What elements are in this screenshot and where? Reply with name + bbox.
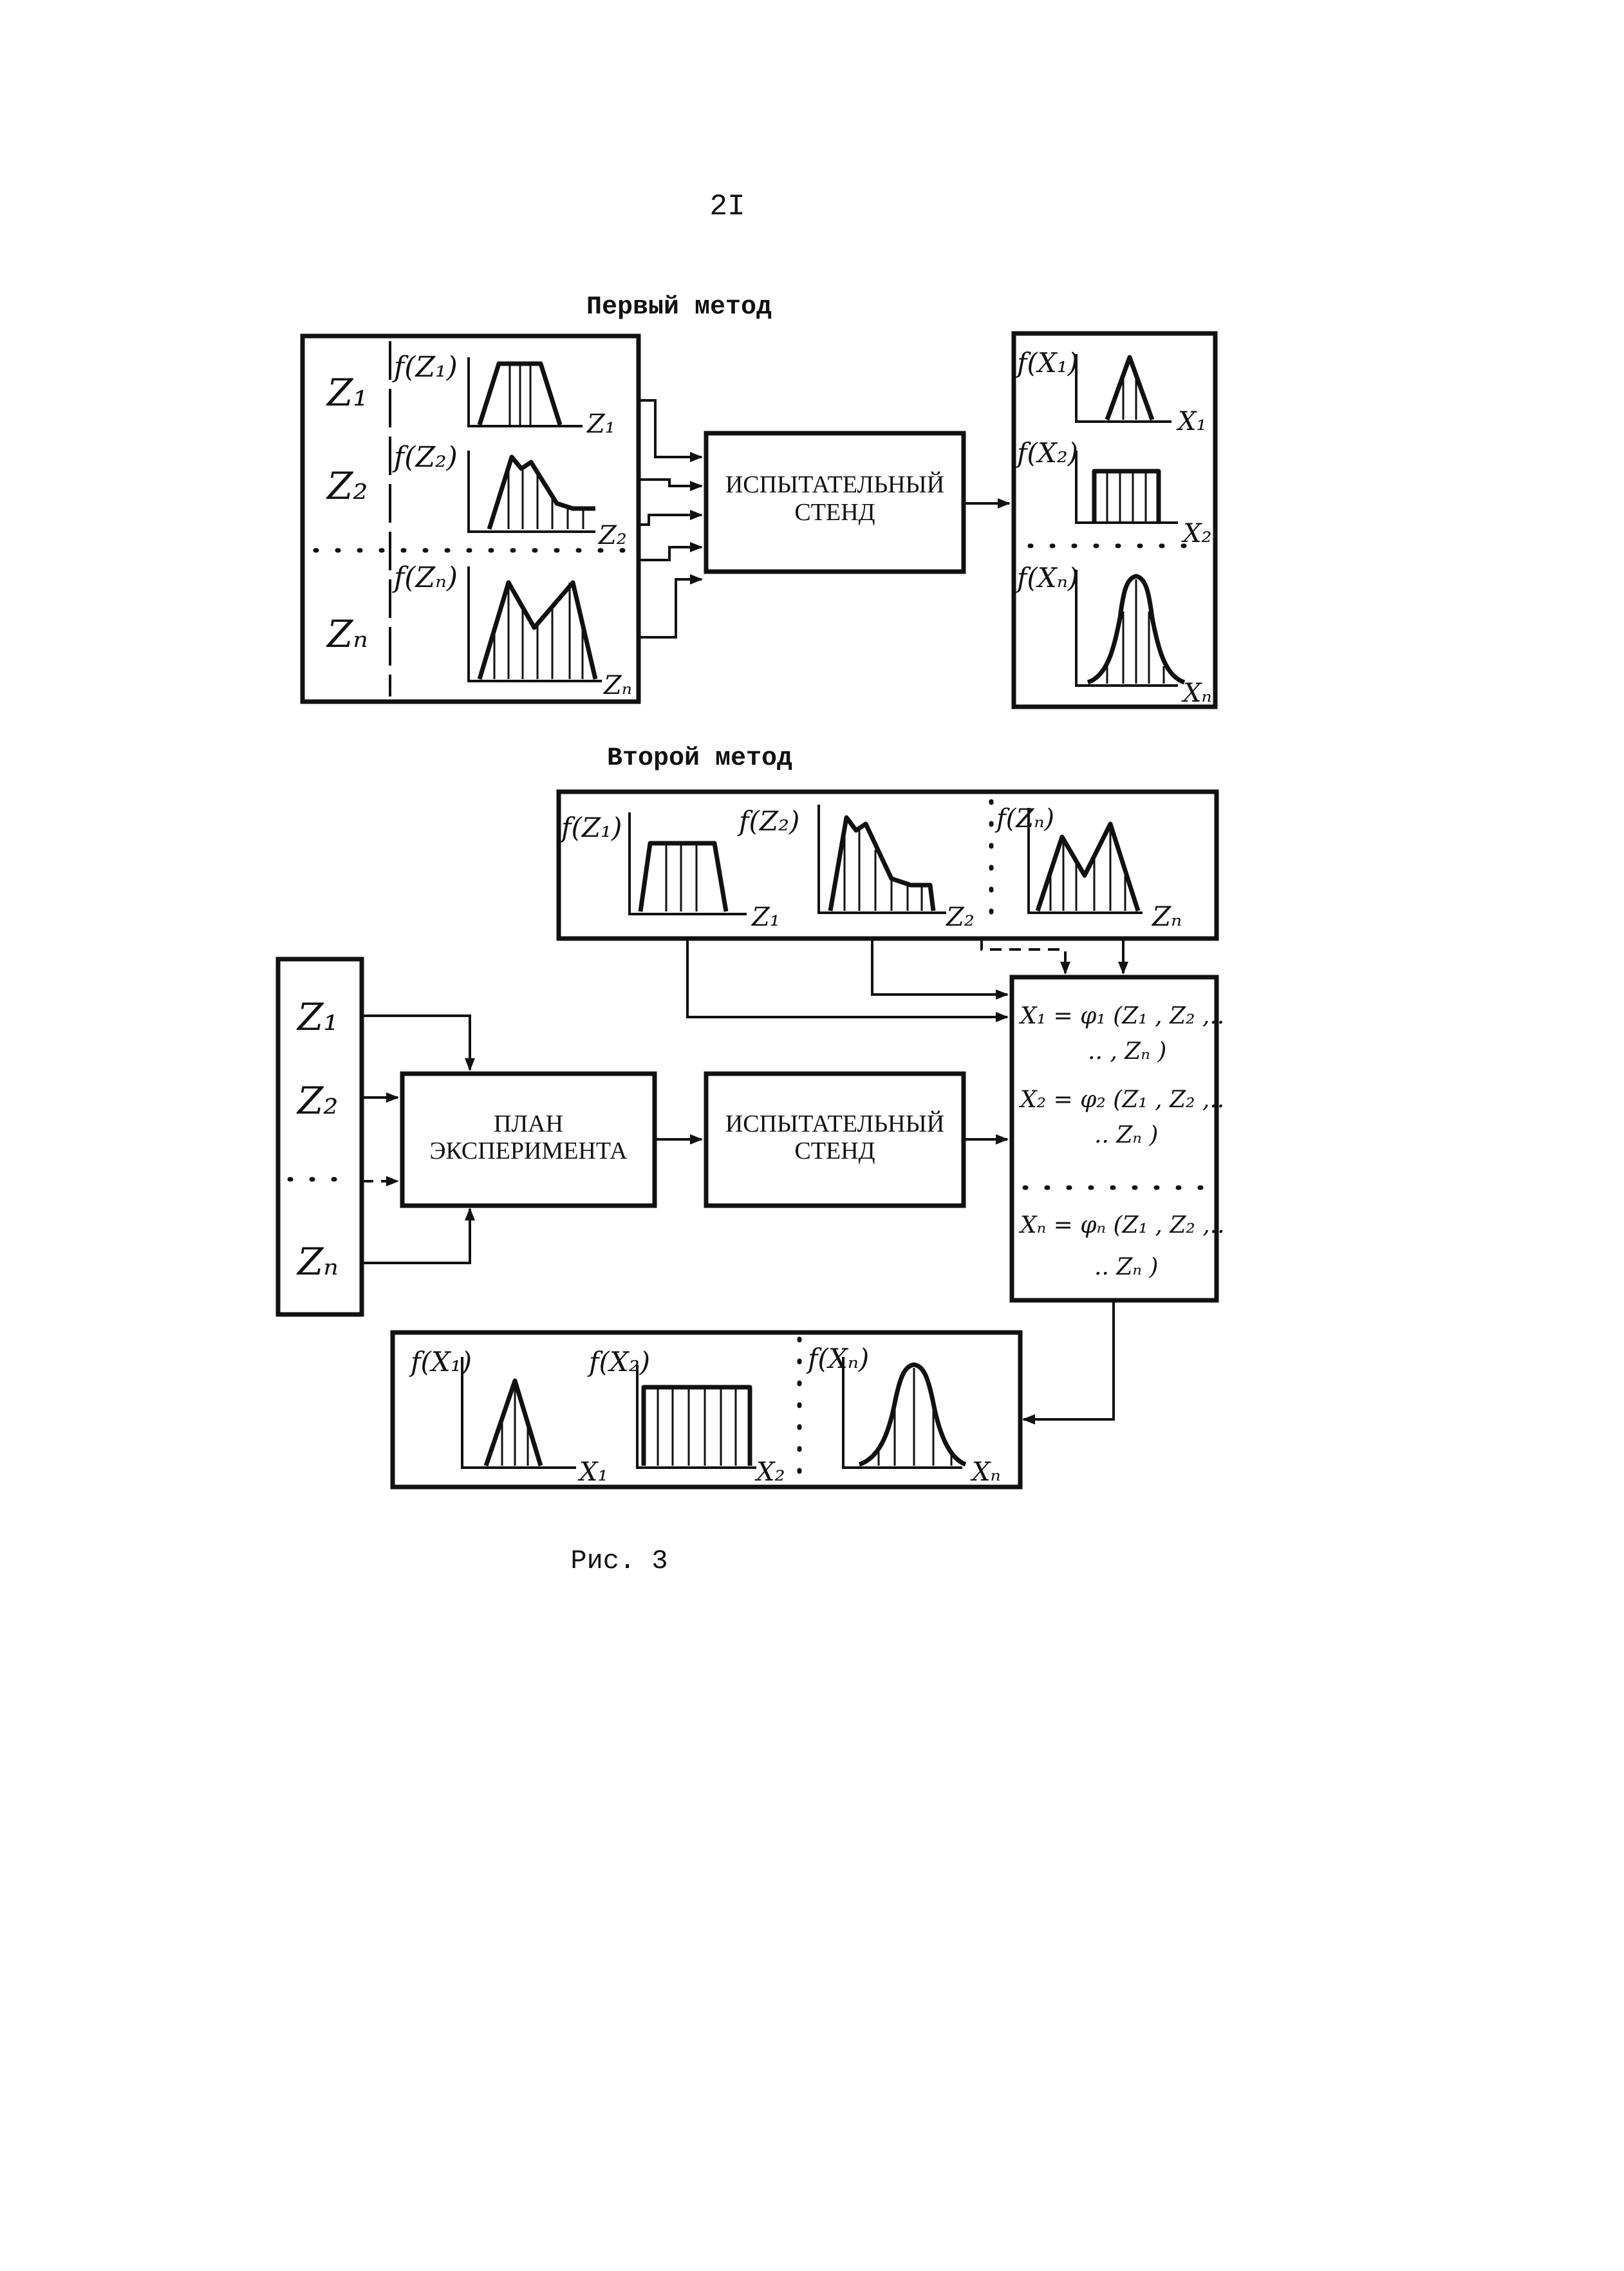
m1-axis-z2: Z₂	[597, 521, 627, 550]
m1-func-z2: f(Z₂)	[392, 441, 458, 474]
m1-out-chart-xn	[1075, 570, 1186, 687]
m2-equations-block: X₁ = φ₁ (Z₁ , Z₂ ,.. .. , Zₙ ) X₂ = φ₂ (…	[1009, 975, 1225, 1303]
m1-out-chart-x2	[1075, 451, 1178, 524]
m2-equations-to-output-arrow	[1022, 1300, 1115, 1425]
m2-plan-line2: ЭКСПЕРИМЕНТА	[429, 1137, 628, 1164]
m2-out-axis-x1: X₁	[577, 1457, 608, 1487]
m1-out-chart-x1	[1075, 354, 1171, 423]
m2-out-axis-x2: X₂	[754, 1457, 785, 1487]
m2-out-chart-x1	[461, 1357, 576, 1469]
m1-input-connectors	[639, 399, 703, 639]
m2-distribution-connectors	[686, 939, 1128, 1022]
method1-title: Первый метод	[586, 293, 772, 322]
m2-factor-connectors	[362, 1014, 475, 1264]
m1-func-z1: f(Z₁)	[392, 351, 458, 384]
m1-out-func-x1: f(X₁)	[1015, 347, 1078, 378]
page-number: 2I	[709, 190, 745, 223]
m2-factors-block: Z₁ Z₂ Zₙ	[275, 957, 364, 1317]
m2-out-chart-x2	[636, 1365, 756, 1469]
m2-out-func-xn: f(Xₙ)	[806, 1343, 869, 1374]
m2-dist-func-zn: f(Zₙ)	[994, 804, 1054, 834]
m2-eqn-line1: Xₙ = φₙ (Z₁ , Z₂ ,..	[1018, 1212, 1225, 1238]
method2-output-block: f(X₁) X₁ f(X₂) X₂ f(Xₙ)	[390, 1330, 1023, 1490]
m1-axis-zn: Zₙ	[602, 671, 632, 700]
method1-input-block: Z₁ f(Z₁) Z₁ Z₂ f(Z₂) Z₂ Zₙ f(Zₙ)	[300, 333, 641, 704]
m2-experiment-plan: ПЛАН ЭКСПЕРИМЕНТА	[400, 1071, 657, 1208]
m1-var-z1: Z₁	[326, 371, 368, 415]
m1-var-zn: Zₙ	[326, 612, 368, 656]
m1-out-axis-xn: Xₙ	[1181, 678, 1212, 708]
m2-eq1-line2: .. , Zₙ )	[1088, 1038, 1166, 1065]
m2-factor-z1: Z₁	[296, 995, 339, 1039]
m2-factor-z2: Z₂	[296, 1079, 339, 1123]
m2-dist-func-z1: f(Z₁)	[559, 812, 622, 843]
method1-output-block: f(X₁) X₁ f(X₂) X₂ f(Xₙ) Xₙ	[1011, 331, 1218, 709]
m2-stand-line1: ИСПЫТАТЕЛЬНЫЙ	[725, 1110, 944, 1137]
m2-eq2-line1: X₂ = φ₂ (Z₁ , Z₂ ,..	[1018, 1087, 1224, 1113]
m1-chart-z1	[467, 357, 583, 427]
m1-out-axis-x1: X₁	[1176, 407, 1207, 436]
m2-dist-chart-zn	[1027, 808, 1143, 914]
m1-out-func-xn: f(Xₙ)	[1015, 562, 1078, 593]
m1-stand-line1: ИСПЫТАТЕЛЬНЫЙ	[725, 471, 944, 498]
method2-title: Второй метод	[607, 744, 792, 773]
m2-dist-axis-z1: Z₁	[751, 902, 780, 932]
m2-factor-zn: Zₙ	[296, 1240, 339, 1284]
m2-dist-chart-z1	[628, 812, 747, 915]
m2-stand-line2: СТЕНД	[794, 1137, 875, 1164]
m2-out-func-x2: f(X₂)	[587, 1346, 650, 1378]
m2-eq1-line1: X₁ = φ₁ (Z₁ , Z₂ ,..	[1018, 1003, 1224, 1029]
m1-chart-z2	[467, 451, 595, 533]
m1-test-stand: ИСПЫТАТЕЛЬНЫЙ СТЕНД	[704, 431, 966, 574]
m1-var-z2: Z₂	[326, 464, 368, 508]
m2-eq2-line2: .. Zₙ )	[1094, 1122, 1158, 1148]
m1-axis-z1: Z₁	[586, 409, 615, 439]
m2-dist-axis-zn: Zₙ	[1151, 901, 1182, 932]
m2-dist-func-z2: f(Z₂)	[737, 805, 799, 837]
m2-out-chart-xn	[842, 1357, 967, 1469]
m1-stand-line2: СТЕНД	[794, 499, 875, 526]
method2-distribution-block: f(Z₁) Z₁ f(Z₂) Z₂ f(Zₙ)	[556, 789, 1219, 941]
m1-out-func-x2: f(X₂)	[1015, 437, 1078, 469]
m1-chart-zn	[467, 566, 602, 682]
m2-test-stand: ИСПЫТАТЕЛЬНЫЙ СТЕНД	[704, 1071, 966, 1208]
m2-eqn-line2: .. Zₙ )	[1094, 1254, 1158, 1280]
m2-dist-chart-z2	[817, 805, 946, 914]
figure-caption: Рис. 3	[570, 1546, 667, 1576]
m2-out-axis-xn: Xₙ	[970, 1457, 1001, 1487]
m2-plan-line1: ПЛАН	[494, 1110, 563, 1137]
m1-func-zn: f(Zₙ)	[392, 561, 458, 594]
m2-dist-axis-z2: Z₂	[945, 902, 975, 932]
m1-out-axis-x2: X₂	[1181, 519, 1212, 548]
